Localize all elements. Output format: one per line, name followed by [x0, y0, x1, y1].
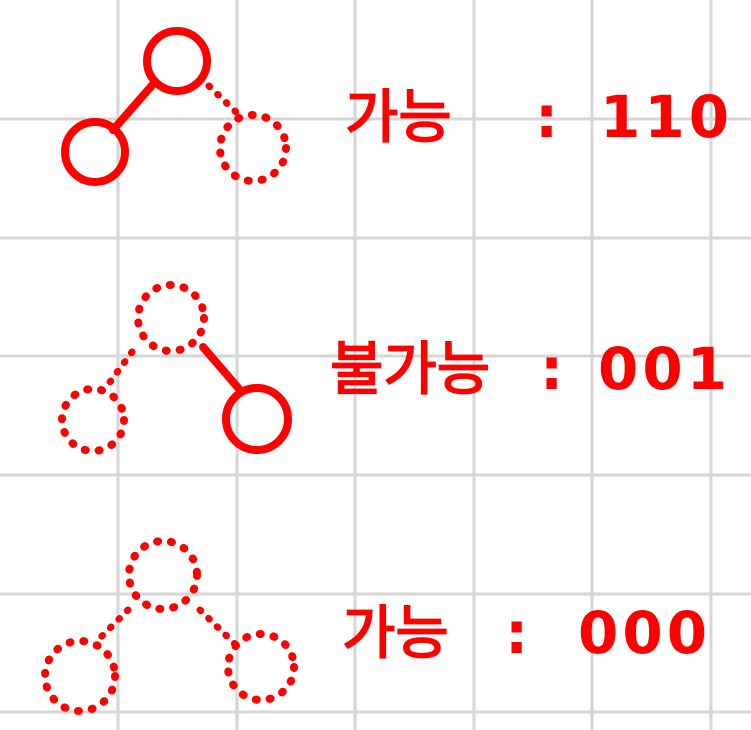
node-root-filled	[143, 27, 211, 95]
edge-dotted	[96, 606, 132, 642]
edge-solid	[109, 78, 159, 134]
row-2-separator: :	[540, 335, 564, 403]
row-1-status-label: 가능	[345, 83, 452, 151]
edge-dotted	[106, 348, 136, 386]
row-3-separator: :	[505, 599, 529, 667]
row-3-code: 000	[578, 599, 712, 667]
tree-row-2: 불가능 : 001	[0, 240, 751, 480]
edge-dotted	[196, 606, 240, 649]
row-1-code: 110	[600, 83, 734, 151]
edge-solid	[199, 343, 244, 394]
tree-diagram-2	[58, 281, 292, 455]
node-right-dotted	[216, 111, 290, 185]
tree-row-3: 가능 : 000	[0, 480, 751, 720]
node-left-filled	[61, 118, 129, 186]
edge-dotted	[205, 82, 240, 116]
row-2-code: 001	[598, 335, 732, 403]
node-right-dotted	[224, 630, 298, 704]
node-root-dotted	[134, 281, 208, 355]
node-left-dotted	[58, 385, 128, 455]
tree-row-1: 가능 : 110	[0, 0, 751, 240]
row-1-separator: :	[535, 83, 559, 151]
tree-diagram-1	[61, 27, 290, 186]
row-3-status-label: 가능	[342, 599, 449, 667]
tree-diagram-3	[41, 537, 298, 715]
node-left-dotted	[41, 637, 119, 715]
node-root-dotted	[125, 537, 201, 613]
row-2-status-label: 불가능	[330, 335, 491, 403]
node-right-filled	[222, 384, 292, 454]
